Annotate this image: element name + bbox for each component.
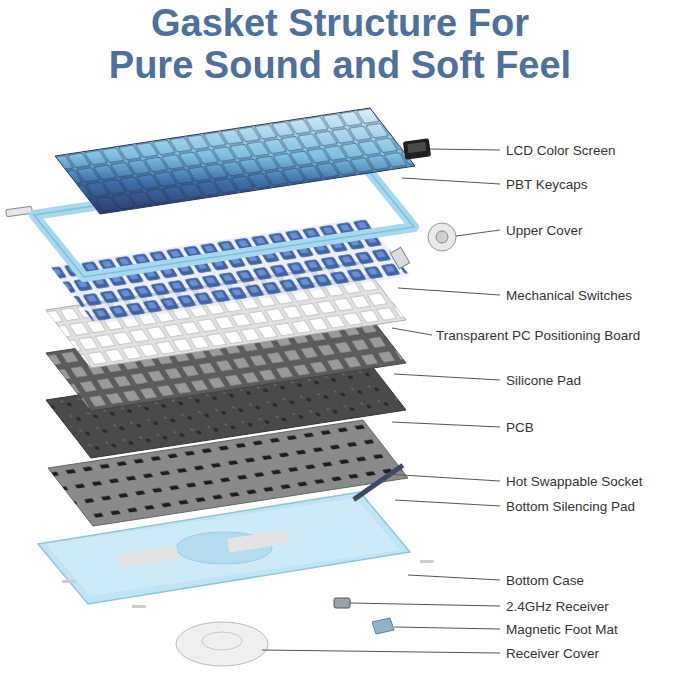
part-label: Silicone Pad (506, 373, 581, 388)
stabilizer-bar (6, 206, 33, 217)
part-label: 2.4GHz Receiver (506, 599, 609, 614)
magnetic-foot-mat (372, 618, 394, 634)
pbt-keycaps (55, 108, 415, 214)
usb-receiver (334, 598, 350, 608)
part-label: Upper Cover (506, 223, 583, 238)
part-label: Magnetic Foot Mat (506, 622, 618, 637)
small-pegs (62, 560, 434, 608)
part-label: PCB (506, 420, 534, 435)
part-label: PBT Keycaps (506, 177, 588, 192)
part-label: LCD Color Screen (506, 143, 616, 158)
part-label: Transparent PC Positioning Board (436, 328, 640, 343)
part-label: Mechanical Switches (506, 288, 632, 303)
receiver-cover (176, 622, 268, 666)
part-label: Receiver Cover (506, 646, 599, 661)
part-label: Bottom Case (506, 573, 584, 588)
part-label: Bottom Silencing Pad (506, 499, 635, 514)
lcd-screen (403, 138, 431, 159)
part-label: Hot Swappable Socket (506, 474, 643, 489)
title: Gasket Structure For Pure Sound and Soft… (40, 2, 640, 86)
leader-lines (262, 149, 500, 653)
